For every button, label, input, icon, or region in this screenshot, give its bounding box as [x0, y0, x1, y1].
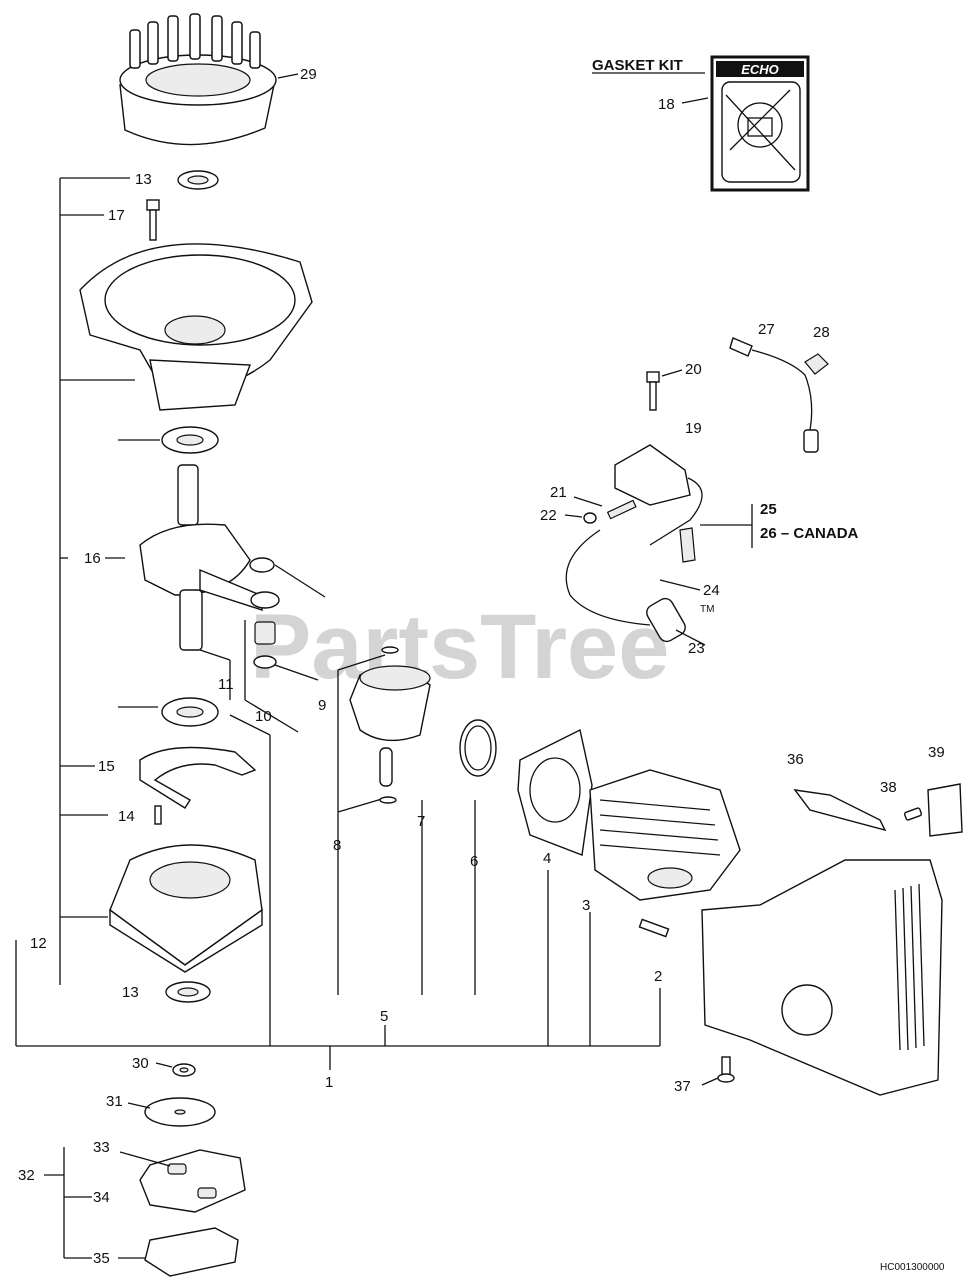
gasket-kit-box: ECHO	[592, 55, 810, 192]
clutch-shoes	[119, 1149, 246, 1213]
piston	[349, 646, 431, 804]
cylinder-gasket	[517, 728, 593, 856]
clutch-plate-31	[127, 1097, 216, 1127]
bolt-38	[903, 807, 923, 821]
diagram-code: HC001300000	[880, 1262, 945, 1273]
callout-30: 30	[132, 1055, 149, 1072]
bearing-lower	[161, 697, 219, 727]
callout-36: 36	[787, 751, 804, 768]
callout-1: 1	[325, 1074, 333, 1091]
callout-21: 21	[550, 484, 567, 501]
callout-13-bottom: 13	[122, 984, 139, 1001]
callout-labels: 29 13 17 16 11 10 9 15 14 12 13 8 7 6 4 …	[18, 57, 945, 1273]
callout-35: 35	[93, 1250, 110, 1267]
piston-ring	[459, 719, 497, 777]
bolt-17	[146, 199, 160, 241]
callout-12: 12	[30, 935, 47, 952]
callout-18: 18	[658, 96, 675, 113]
watermark-tm: TM	[700, 604, 714, 615]
callout-8: 8	[333, 837, 341, 854]
needle-bearing-parts	[249, 557, 280, 669]
callout-20: 20	[685, 361, 702, 378]
spark-plug-boot	[646, 527, 706, 646]
callout-25: 25	[760, 501, 777, 518]
crankshaft	[139, 464, 263, 651]
callout-24: 24	[703, 582, 720, 599]
callout-19: 19	[685, 420, 702, 437]
callout-39: 39	[928, 744, 945, 761]
callout-3: 3	[582, 897, 590, 914]
callout-4: 4	[543, 850, 551, 867]
callout-2: 2	[654, 968, 662, 985]
assembly-brackets	[15, 177, 753, 1259]
watermark: PartsTree	[250, 596, 669, 698]
callout-7: 7	[417, 813, 425, 830]
crankcase-upper	[79, 243, 313, 411]
callout-13-top: 13	[135, 171, 152, 188]
callout-32: 32	[18, 1167, 35, 1184]
callout-17: 17	[108, 207, 125, 224]
flywheel-part	[119, 13, 299, 146]
crankcase-lower	[109, 844, 263, 973]
gasket-kit-label: GASKET KIT	[592, 57, 683, 74]
callout-15: 15	[98, 758, 115, 775]
washer-30	[155, 1062, 196, 1077]
engine-cover	[701, 789, 943, 1096]
small-washer-spring	[564, 496, 637, 524]
cylinder	[589, 769, 741, 901]
callout-9: 9	[318, 697, 326, 714]
callout-28: 28	[813, 324, 830, 341]
callout-29: 29	[300, 66, 317, 83]
retainer-bracket	[139, 746, 257, 809]
callout-37: 37	[674, 1078, 691, 1095]
ground-wire	[729, 337, 829, 453]
callout-27: 27	[758, 321, 775, 338]
callout-34: 34	[93, 1189, 110, 1206]
seal-13-bottom	[165, 981, 211, 1003]
seal-13-top	[177, 170, 219, 190]
callout-23: 23	[688, 640, 705, 657]
bolt-37	[701, 1056, 735, 1086]
bolt-2	[638, 918, 670, 938]
echo-logo: ECHO	[741, 62, 779, 77]
callout-14: 14	[118, 808, 135, 825]
callout-11: 11	[218, 676, 234, 693]
callout-5: 5	[380, 1008, 388, 1025]
callout-10: 10	[255, 708, 272, 725]
callout-26: 26 – CANADA	[760, 525, 859, 542]
callout-31: 31	[106, 1093, 123, 1110]
callout-6: 6	[470, 853, 478, 870]
callout-22: 22	[540, 507, 557, 524]
bolt-20	[646, 369, 683, 411]
callout-33: 33	[93, 1139, 110, 1156]
label-plate-39	[927, 783, 963, 837]
callout-38: 38	[880, 779, 897, 796]
bearing-upper	[161, 426, 219, 454]
callout-16: 16	[84, 550, 101, 567]
clutch-cover-35	[118, 1227, 239, 1277]
ignition-coil	[565, 444, 703, 626]
pin-14	[154, 805, 162, 825]
